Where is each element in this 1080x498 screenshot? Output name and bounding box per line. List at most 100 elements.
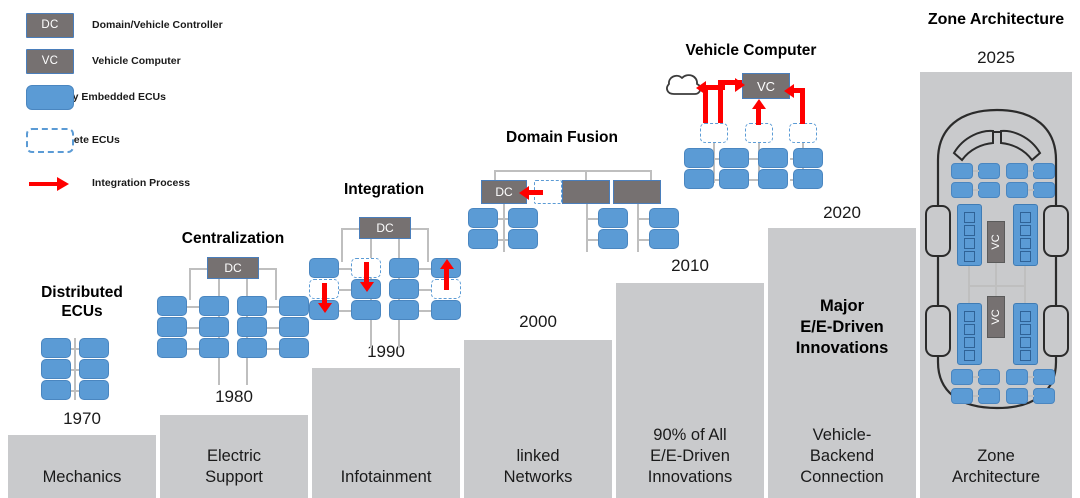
ecu-box [351, 300, 381, 320]
year-label-2025: 2025 [977, 48, 1015, 67]
ecu-box [157, 296, 187, 316]
ecu-box [468, 208, 498, 228]
ecu-box [1006, 369, 1028, 385]
ecu-box [157, 317, 187, 337]
ecu-box [41, 359, 71, 379]
integration-arrow-left [529, 190, 543, 195]
bar-label-ee-innovations-90: 90% of All E/E-Driven Innovations [647, 426, 733, 486]
ecu-box [41, 338, 71, 358]
arrow-head-to-cloud [696, 80, 706, 95]
vc-box-icon: VC [26, 48, 74, 74]
bar-inner-title-major-ee: Major E/E-Driven Innovations [795, 297, 889, 357]
wheel-rear-right [1043, 305, 1069, 357]
ecu-box [279, 296, 309, 316]
obsolete-ecu-box [789, 123, 817, 143]
ecu-box [279, 317, 309, 337]
vehicle-computer-bottom: VC [987, 296, 1005, 338]
legend-label-ecu: Deeply Embedded ECUs [44, 91, 166, 103]
ecu-box [1033, 182, 1055, 198]
ecu-box [508, 208, 538, 228]
legend-label-integration: Integration Process [92, 177, 191, 189]
bar-label-infotainment: Infotainment [340, 468, 432, 486]
ecu-box [598, 208, 628, 228]
ecu-box [684, 169, 714, 189]
year-label-1980: 1980 [215, 387, 253, 406]
legend-item-obsolete: Obsolete ECUs [26, 127, 120, 153]
ecu-box [79, 359, 109, 379]
cluster-title-zone-architecture: Zone Architecture [927, 11, 1065, 28]
ecu-box [978, 369, 1000, 385]
ecu-box [1006, 388, 1028, 404]
ecu-box [758, 169, 788, 189]
vehicle-computer-top: VC [987, 221, 1005, 263]
ecu-box [793, 169, 823, 189]
red-arrow-icon [26, 171, 74, 196]
ecu-box [649, 229, 679, 249]
bar-label-electric-support: Electric Support [205, 447, 263, 486]
dc-box-icon: DC [26, 12, 74, 38]
ecu-box [199, 338, 229, 358]
ecu-box [1033, 388, 1055, 404]
ecu-box [157, 338, 187, 358]
legend-item-ecu: Deeply Embedded ECUs [26, 84, 166, 110]
ecu-box [468, 229, 498, 249]
ecu-box [389, 300, 419, 320]
ecu-box [649, 208, 679, 228]
ecu-box [199, 296, 229, 316]
ecu-box [79, 338, 109, 358]
arrow-head-to-vc-right [784, 83, 794, 98]
ecu-box [237, 296, 267, 316]
wheel-front-right [1043, 205, 1069, 257]
controller-dc-centralization: DC [207, 257, 259, 279]
ecu-box [978, 182, 1000, 198]
legend-item-dc: DC Domain/Vehicle Controller [26, 12, 223, 38]
ecu-box [279, 338, 309, 358]
ecu-box [1033, 163, 1055, 179]
bar-label-mechanics: Mechanics [42, 468, 122, 486]
ecu-box [793, 148, 823, 168]
ecu-box [951, 388, 973, 404]
ecu-box-icon [26, 84, 74, 110]
controller-vc-vehicle-computer: VC [742, 73, 790, 99]
controller-dc-integration: DC [359, 217, 411, 239]
integration-arrow-left-head [519, 185, 529, 200]
ecu-box [431, 300, 461, 320]
ecu-box [1033, 369, 1055, 385]
bar-ee-innovations-90: 90% of All E/E-Driven Innovations [616, 283, 764, 498]
cluster-title-distributed-ecus: Distributed ECUs [41, 284, 123, 320]
year-label-2020: 2020 [823, 203, 861, 222]
year-label-2010: 2010 [671, 256, 709, 275]
bar-label-linked-networks: linked Networks [503, 447, 573, 486]
zone-controller-front-left [957, 204, 982, 266]
legend-label-vc: Vehicle Computer [92, 55, 181, 67]
ecu-box [1006, 182, 1028, 198]
cluster-title-centralization: Centralization [181, 230, 285, 247]
ecu-box [237, 317, 267, 337]
wheel-front-left [925, 205, 951, 257]
ecu-box [598, 229, 628, 249]
zone-controller-rear-right [1013, 303, 1038, 365]
legend-label-dc: Domain/Vehicle Controller [92, 19, 223, 31]
ecu-box [951, 163, 973, 179]
wheel-rear-left [925, 305, 951, 357]
ecu-box [758, 148, 788, 168]
obsolete-ecu-box [745, 123, 773, 143]
ecu-box [684, 148, 714, 168]
bar-infotainment: Infotainment [312, 368, 460, 498]
bar-linked-networks: linked Networks [464, 340, 612, 498]
ecu-box [309, 258, 339, 278]
controller-box [613, 180, 661, 204]
zone-controller-front-right [1013, 204, 1038, 266]
ecu-box [951, 182, 973, 198]
bar-label-vehicle-backend-connection: Vehicle- Backend Connection [800, 426, 884, 486]
controller-box [562, 180, 610, 204]
obsolete-ecu-box-icon [26, 127, 74, 153]
year-label-1970: 1970 [63, 409, 101, 428]
cluster-title-domain-fusion: Domain Fusion [506, 129, 618, 146]
ecu-box [389, 258, 419, 278]
ecu-box [1006, 163, 1028, 179]
legend-item-integration: Integration Process [26, 170, 190, 196]
cluster-title-vehicle-computer: Vehicle Computer [685, 42, 817, 59]
ecu-box [978, 163, 1000, 179]
